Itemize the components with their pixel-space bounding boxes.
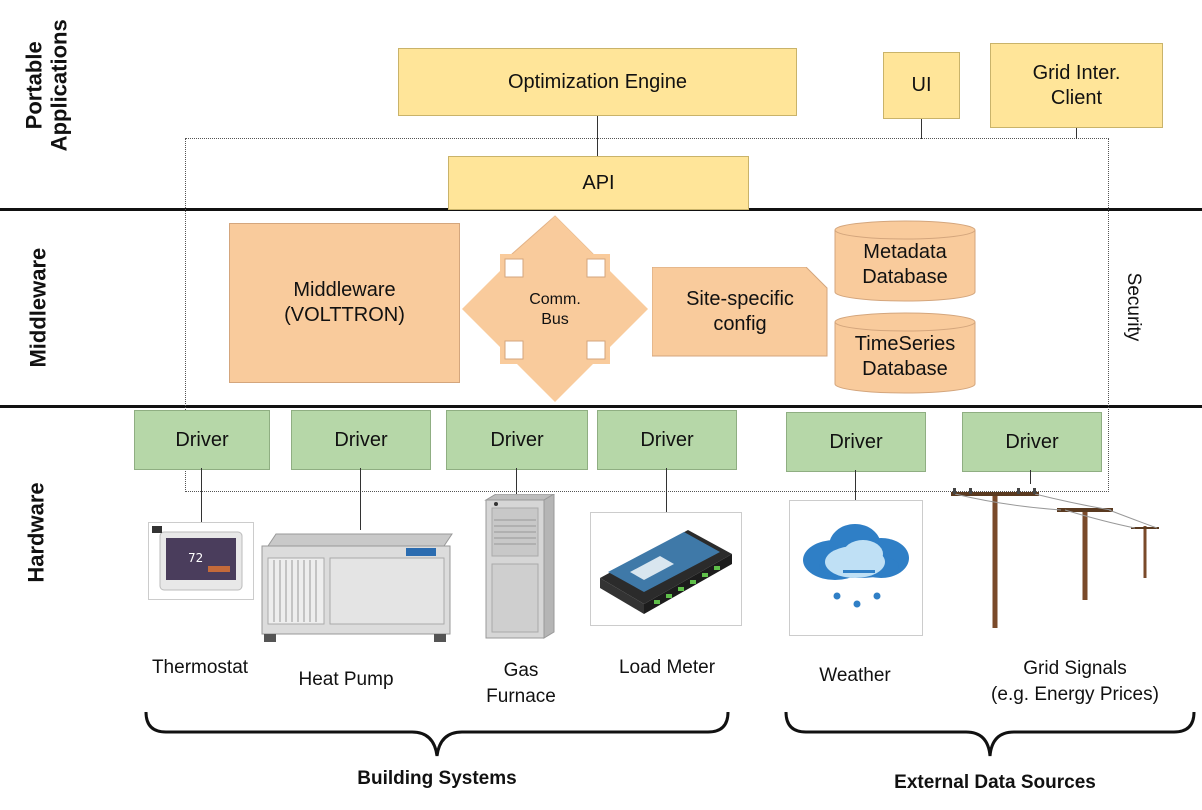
group-label-external-data-sources: External Data Sources [894, 772, 1096, 793]
layer-label-hardware: Hardware [23, 482, 49, 583]
device-label-heat-pump: Heat Pump [298, 669, 394, 690]
metadata-db-cylinder [834, 220, 976, 302]
site-config-shape [652, 267, 828, 357]
driver-heat-pump[interactable]: Driver [291, 410, 431, 470]
driver-label: Driver [829, 430, 883, 453]
site-config-box[interactable]: Site-specific config [652, 267, 828, 357]
device-label-load-meter: Load Meter [618, 657, 716, 678]
connector-driver-load-meter [666, 468, 667, 512]
volttron-label: Middleware (VOLTTRON) [284, 279, 405, 326]
connector-grid-client [1076, 126, 1077, 139]
grid-client-label: Grid Inter. Client [1032, 61, 1121, 109]
connector-driver-gas-furnace [516, 468, 517, 496]
optimization-engine-box[interactable]: Optimization Engine [398, 48, 797, 116]
timeseries-db-box[interactable]: TimeSeries Database [834, 324, 976, 390]
timeseries-db-cylinder [834, 312, 976, 394]
api-label: API [582, 171, 615, 194]
driver-label: Driver [334, 428, 388, 451]
connector-driver-grid [1030, 470, 1031, 484]
connector-ui [921, 117, 922, 139]
timeseries-db-label: TimeSeries Database [854, 333, 956, 380]
connector-optimization-api [597, 114, 598, 156]
weather-icon [789, 500, 923, 636]
group-label-building-systems: Building Systems [357, 768, 517, 789]
api-box[interactable]: API [448, 156, 749, 210]
device-label-gas-furnace: Gas Furnace [486, 660, 556, 707]
driver-label: Driver [175, 428, 229, 451]
device-label-grid-signals: Grid Signals (e.g. Energy Prices) [991, 658, 1159, 705]
connector-driver-heat-pump [360, 468, 361, 530]
load-meter-icon [590, 512, 742, 626]
external-sources-brace [784, 711, 1196, 757]
volttron-box[interactable]: Middleware (VOLTTRON) [229, 223, 460, 383]
building-systems-brace [144, 711, 730, 757]
metadata-db-label: Metadata Database [862, 241, 948, 288]
security-boundary [185, 138, 1109, 492]
driver-label: Driver [1005, 430, 1059, 453]
security-label: Security [1123, 272, 1144, 342]
ui-box[interactable]: UI [883, 52, 960, 119]
connector-driver-weather [855, 470, 856, 500]
site-config-label: Site-specific config [686, 288, 794, 335]
gas-furnace-icon [484, 494, 555, 639]
comm-bus-arrow [462, 215, 648, 402]
layer-label-middleware: Middleware [25, 247, 51, 368]
grid-client-box[interactable]: Grid Inter. Client [990, 43, 1163, 128]
power-poles-icon [951, 488, 1159, 628]
driver-label: Driver [490, 428, 544, 451]
thermostat-icon: 72 [148, 522, 254, 600]
layer-label-applications: Portable Applications [21, 19, 72, 152]
driver-label: Driver [640, 428, 694, 451]
metadata-db-box[interactable]: Metadata Database [834, 232, 976, 298]
driver-gas-furnace[interactable]: Driver [446, 410, 588, 470]
ui-label: UI [911, 74, 932, 96]
driver-load-meter[interactable]: Driver [597, 410, 737, 470]
optimization-engine-label: Optimization Engine [508, 70, 687, 93]
driver-weather[interactable]: Driver [786, 412, 926, 472]
device-label-thermostat: Thermostat [151, 657, 249, 678]
connector-driver-thermostat [201, 468, 202, 523]
driver-grid-signals[interactable]: Driver [962, 412, 1102, 472]
divider-middleware-hardware [0, 405, 1202, 408]
comm-bus-label: Comm. Bus [529, 291, 581, 328]
svg-text:72: 72 [188, 551, 203, 565]
driver-thermostat[interactable]: Driver [134, 410, 270, 470]
heat-pump-icon [261, 533, 453, 642]
device-label-weather: Weather [819, 665, 891, 686]
